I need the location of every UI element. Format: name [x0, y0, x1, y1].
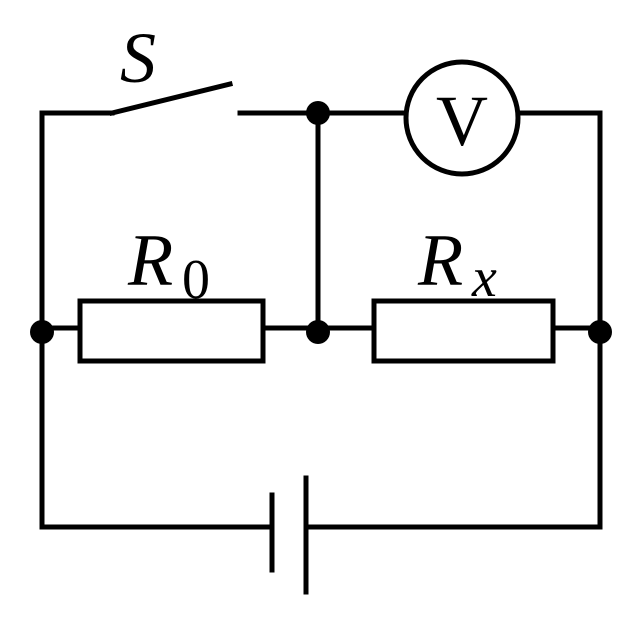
resistor-rx — [371, 298, 556, 364]
voltmeter-label: V — [436, 81, 488, 161]
wire-bottom-right — [303, 325, 603, 530]
rx-label-main: R — [417, 220, 463, 302]
rx-label-sub: x — [471, 247, 497, 309]
junction-top — [306, 101, 330, 125]
resistor-r0 — [77, 298, 266, 364]
r0-label-sub: 0 — [182, 249, 210, 311]
junction-right — [588, 320, 612, 344]
junction-left — [30, 320, 54, 344]
switch-blade — [108, 80, 234, 117]
wire-top-right — [515, 110, 603, 331]
switch-label: S — [120, 18, 156, 98]
r0-label-main: R — [127, 220, 173, 302]
voltmeter — [403, 59, 521, 177]
junction-middle — [306, 320, 330, 344]
wire-top-left — [39, 110, 115, 331]
wire-bottom-left — [39, 325, 275, 530]
